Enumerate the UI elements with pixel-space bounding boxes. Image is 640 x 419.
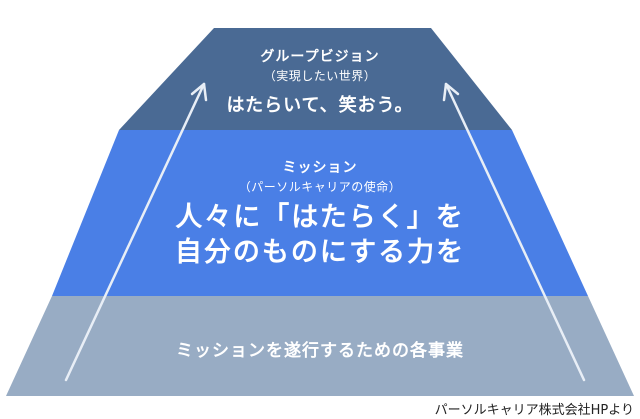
business-label: ミッションを遂行するための各事業 bbox=[176, 341, 464, 361]
source-credit: パーソルキャリア株式会社HPより bbox=[434, 403, 634, 418]
mission-subtitle: （パーソルキャリアの使命） bbox=[238, 180, 402, 194]
mission-title: ミッション bbox=[282, 160, 358, 176]
right-arrow bbox=[442, 82, 586, 382]
vision-statement: はたらいて、笑おう。 bbox=[226, 95, 414, 116]
mission-statement-line2: 自分のものにする力を bbox=[174, 237, 466, 268]
vision-subtitle: （実現したい世界） bbox=[263, 69, 377, 83]
tier-base-shape bbox=[6, 296, 634, 396]
mission-statement-line1: 人々に「はたらく」を bbox=[175, 202, 465, 233]
left-arrow bbox=[64, 82, 208, 382]
tier-top-shape bbox=[119, 28, 512, 130]
vision-title: グループビジョン bbox=[260, 49, 380, 65]
tier-middle-shape bbox=[52, 130, 588, 296]
